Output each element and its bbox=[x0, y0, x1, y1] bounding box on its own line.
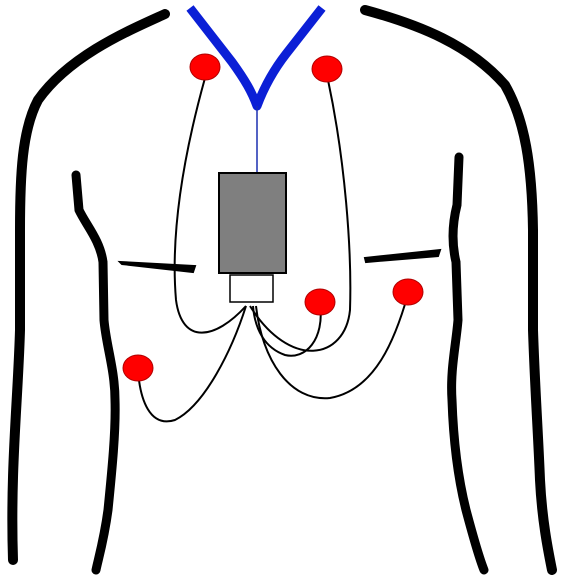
holter-recorder-icon bbox=[219, 173, 286, 302]
right-inner-arm-outline bbox=[452, 157, 484, 570]
lead-wire-left-lower bbox=[138, 306, 246, 421]
electrode-pad-icon bbox=[190, 54, 220, 80]
left-inner-arm-outline bbox=[76, 175, 115, 570]
recorder-connector bbox=[230, 275, 273, 302]
torso-outline-icon bbox=[12, 10, 552, 570]
electrode-pad-icon bbox=[393, 279, 423, 305]
right-rib-marker bbox=[365, 250, 440, 262]
left-shoulder-arm-outline bbox=[12, 14, 165, 560]
electrode-pad-icon bbox=[305, 289, 335, 315]
electrode-pad-icon bbox=[312, 56, 342, 82]
left-rib-marker bbox=[120, 262, 195, 272]
electrode-pad-icon bbox=[123, 355, 153, 381]
recorder-body bbox=[219, 173, 286, 273]
lanyard bbox=[190, 8, 322, 173]
